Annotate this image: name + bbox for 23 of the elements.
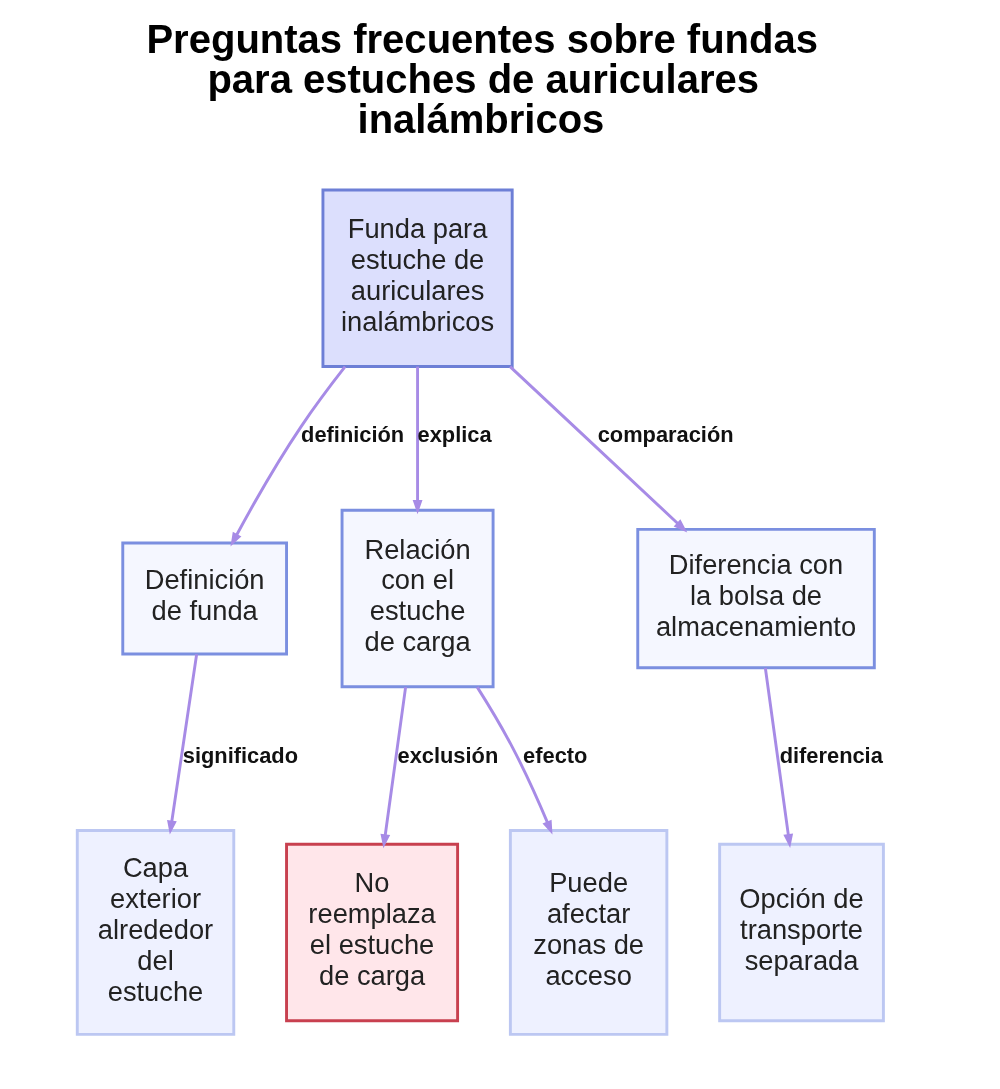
edge-label: comparación [597,422,734,448]
edge-label: explica [417,422,492,448]
arrow [476,686,553,835]
edge-label: significado [182,742,299,768]
node-box: Capa exterior alrededor del estuche [75,829,236,1036]
arrow [763,667,794,848]
node-box: Opción de transporte separada [718,842,885,1023]
arrow [380,686,408,849]
arrow [509,365,688,533]
node-box: Relación con el estuche de carga [340,508,495,689]
node-box: Diferencia con la bolsa de almacenamiento [636,527,876,670]
diagram-title: Preguntas frecuentes sobre fundas para estuches de auriculares inalámbricos [146,16,818,141]
node-box: Puede afectar zonas de acceso [508,829,669,1036]
node-box: No reemplaza el estuche de carga [285,842,460,1023]
edge-label: efecto [523,742,588,768]
arrow [167,653,199,835]
arrow [412,366,423,515]
edge-label: exclusión [397,742,499,768]
edge-label: definición [301,422,405,448]
node-box: Definición de funda [121,541,288,656]
node-box: Funda para estuche de auriculares inalámbricos [321,188,514,368]
arrow [230,365,347,547]
edge-label: diferencia [779,742,883,768]
